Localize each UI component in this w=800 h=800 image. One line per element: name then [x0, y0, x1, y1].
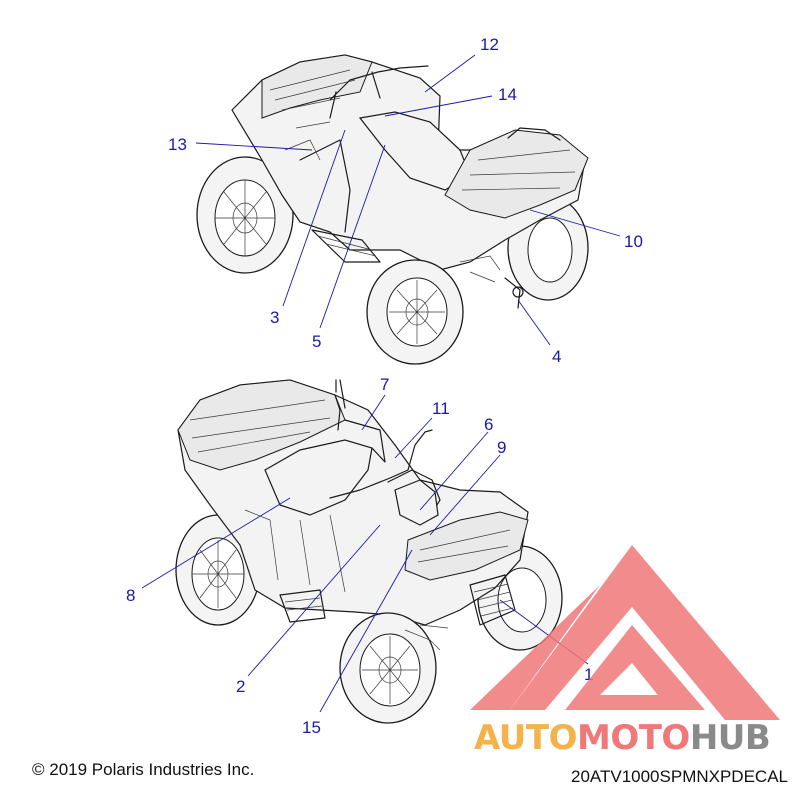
callout-10: 10 — [624, 232, 643, 251]
leader-8 — [141, 497, 291, 589]
leader-2 — [247, 524, 381, 677]
leader-5 — [319, 144, 386, 329]
callout-6: 6 — [484, 415, 493, 434]
leader-3 — [282, 129, 346, 307]
logo-triangle-left — [470, 585, 600, 710]
watermark-text-moto: MOTO — [576, 718, 690, 758]
leader-9 — [429, 454, 501, 536]
leader-12 — [424, 54, 476, 93]
callout-15: 15 — [302, 718, 321, 737]
callout-9: 9 — [497, 438, 506, 457]
callout-8: 8 — [126, 586, 135, 605]
leader-lines — [141, 54, 621, 713]
leader-10 — [529, 209, 621, 237]
copyright-notice: © 2019 Polaris Industries Inc. — [32, 760, 255, 779]
atv-upper-view — [196, 54, 589, 365]
callout-labels: 12 14 13 10 3 5 4 7 11 6 9 8 2 15 1 — [126, 35, 643, 737]
callout-12: 12 — [480, 35, 499, 54]
wheel-lower-front-left — [339, 612, 437, 724]
leader-15 — [319, 549, 413, 713]
atv-lower-view — [175, 379, 563, 724]
watermark-text: AUTOMOTOHUB — [474, 718, 771, 758]
callout-3: 3 — [270, 308, 279, 327]
leader-13 — [195, 142, 313, 151]
callout-11: 11 — [432, 399, 450, 418]
leader-6 — [419, 431, 489, 511]
wheel-upper-left — [196, 156, 294, 274]
logo-inner-g — [565, 625, 705, 710]
diagram-code: 20ATV1000SPMNXPDECAL — [570, 767, 788, 786]
callout-7: 7 — [380, 375, 389, 394]
watermark-logo — [470, 545, 780, 720]
leader-14 — [384, 95, 493, 117]
wheel-upper-rear-left — [366, 259, 464, 365]
callout-2: 2 — [236, 677, 245, 696]
watermark-text-auto: AUTO — [474, 718, 577, 758]
callout-1: 1 — [584, 665, 593, 684]
callout-5: 5 — [312, 332, 321, 351]
leader-4 — [517, 299, 551, 346]
logo-triangle-outer — [510, 545, 780, 720]
callout-13: 13 — [168, 135, 187, 154]
callout-4: 4 — [552, 347, 561, 366]
watermark-text-hub: HUB — [689, 718, 771, 758]
leader-7 — [361, 394, 386, 431]
callout-14: 14 — [498, 85, 517, 104]
leader-11 — [394, 417, 433, 459]
